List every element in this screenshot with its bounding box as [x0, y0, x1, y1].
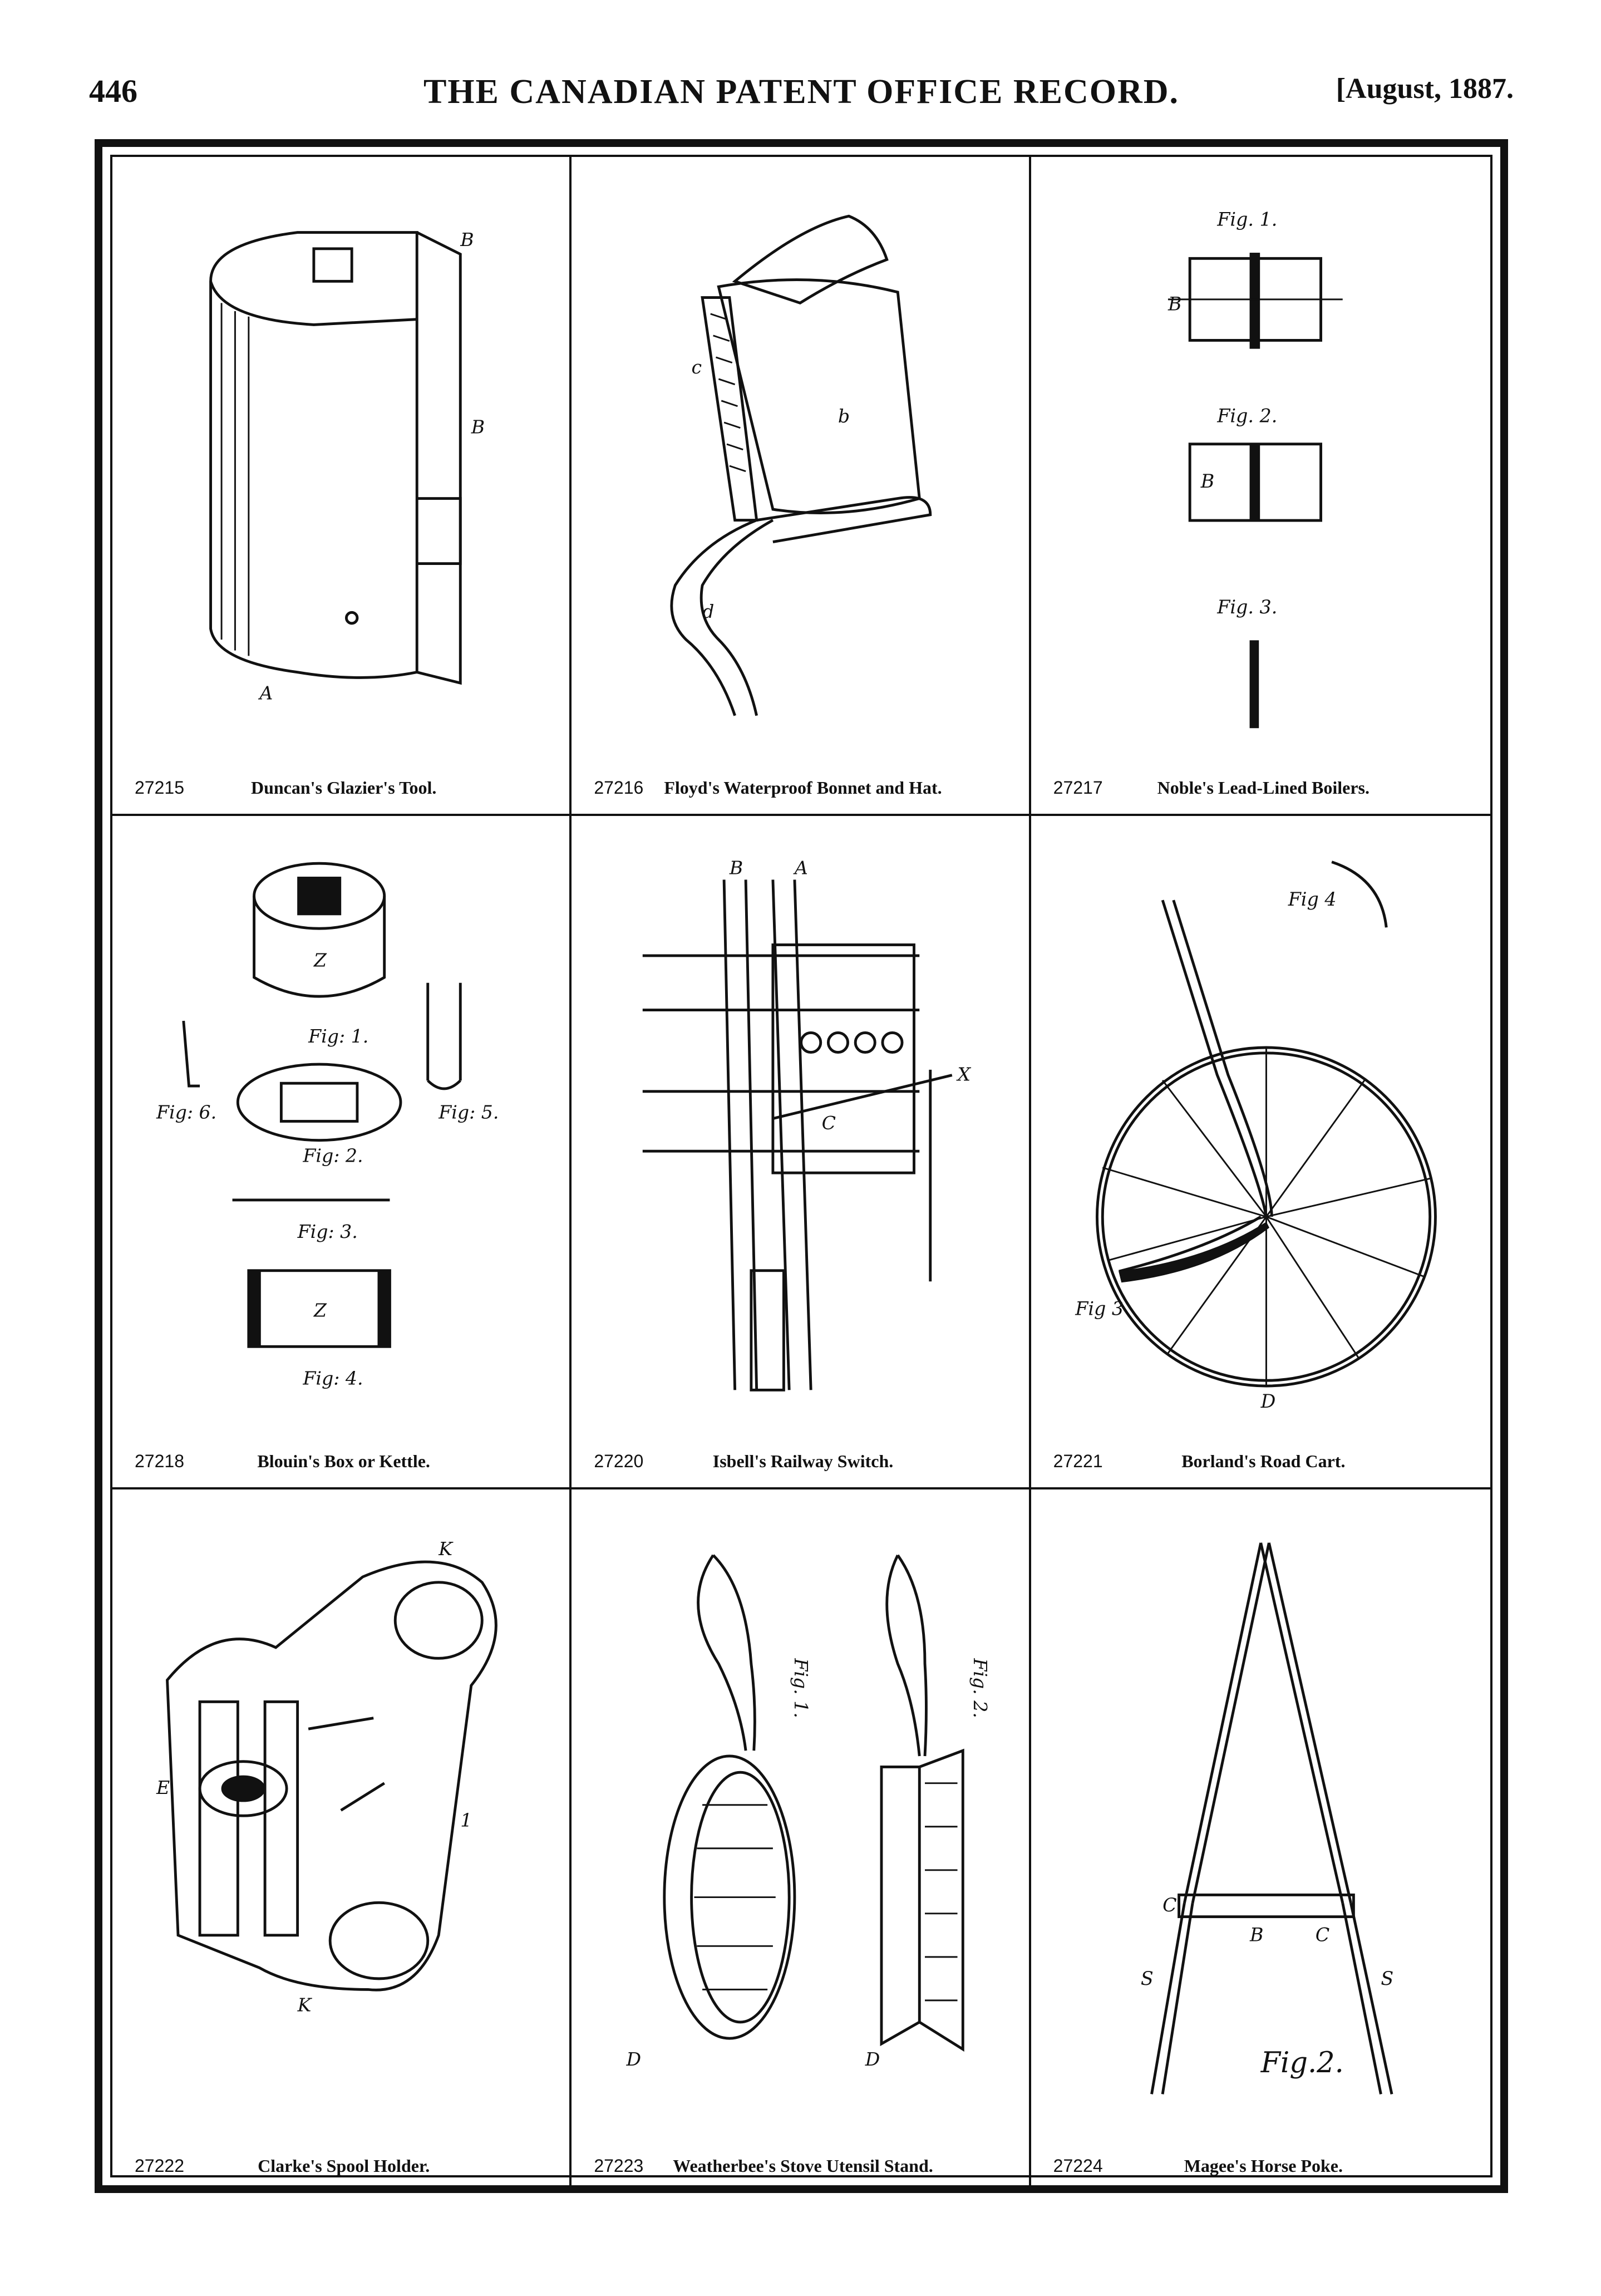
- patent-cell-27221: Fig 3 Fig 4 D 27221 Borland's Road Cart.: [1031, 816, 1490, 1489]
- patent-caption: 27217 Noble's Lead-Lined Boilers.: [1048, 770, 1479, 798]
- spool-holder-drawing: K 1 E K: [135, 1512, 547, 2131]
- patent-cell-27216: c b d 27216 Floyd's Waterproof Bonnet an…: [572, 157, 1031, 816]
- patent-caption: 27220 Isbell's Railway Switch.: [588, 1444, 1017, 1472]
- svg-text:C: C: [822, 1112, 836, 1134]
- svg-text:K: K: [438, 1538, 454, 1560]
- svg-text:K: K: [297, 1994, 313, 2015]
- figure-label: Fig. 1.: [790, 1658, 812, 1718]
- svg-text:b: b: [838, 405, 850, 427]
- svg-text:d: d: [702, 601, 714, 622]
- issue-date: [August, 1887.: [1336, 73, 1514, 105]
- svg-text:C: C: [1315, 1924, 1329, 1946]
- patent-number: 27224: [1053, 2156, 1103, 2176]
- horse-poke-drawing: C B C S S Fig.2.: [1053, 1512, 1468, 2131]
- figure-label: Fig. 1.: [1216, 208, 1277, 230]
- waterproof-bonnet-drawing: c b d: [594, 179, 1006, 753]
- page-number: 446: [89, 73, 137, 109]
- svg-text:D: D: [865, 2048, 880, 2070]
- figure-label: Fig: 4.: [302, 1368, 363, 1389]
- patent-caption: 27224 Magee's Horse Poke.: [1048, 2148, 1479, 2176]
- box-or-kettle-drawing: Z Fig: 1. Fig: 2. Fig: 3. Z Fig: 4. F: [135, 838, 547, 1426]
- patent-title: Borland's Road Cart.: [1181, 1451, 1346, 1471]
- patent-number: 27217: [1053, 778, 1103, 798]
- svg-text:c: c: [692, 356, 702, 378]
- patent-number: 27215: [135, 778, 184, 798]
- svg-text:S: S: [1141, 1968, 1154, 1989]
- patent-number: 27222: [135, 2156, 184, 2176]
- svg-text:1: 1: [460, 1810, 472, 1831]
- figure-label: Fig: 2.: [302, 1145, 363, 1167]
- svg-text:C: C: [1162, 1894, 1177, 1916]
- patent-caption: 27215 Duncan's Glazier's Tool.: [129, 770, 558, 798]
- svg-text:Z: Z: [313, 949, 327, 971]
- svg-text:B: B: [729, 857, 743, 879]
- patent-grid: B A B 27215 Duncan's Glazier's Tool.: [112, 157, 1490, 2192]
- patent-cell-27220: B A C X 27220 Isbell's Railway Switch.: [572, 816, 1031, 1489]
- patent-title: Duncan's Glazier's Tool.: [250, 778, 437, 798]
- publication-title: THE CANADIAN PATENT OFFICE RECORD.: [423, 73, 1180, 111]
- figure-label: Fig 4: [1287, 888, 1336, 910]
- svg-text:B: B: [1249, 1924, 1264, 1946]
- patent-cell-27222: K 1 E K 27222 Clarke's Spool Holder.: [112, 1489, 572, 2192]
- patent-number: 27218: [135, 1451, 184, 1471]
- figure-label: Fig. 2.: [1216, 405, 1277, 427]
- figure-label: Fig: 5.: [438, 1102, 499, 1123]
- patent-cell-27223: Fig. 1. Fig. 2. D D 27223 Weatherbee's S…: [572, 1489, 1031, 2192]
- lead-lined-boiler-drawing: Fig. 1. Fig. 2. Fig. 3. B B: [1053, 179, 1468, 753]
- figure-label: Fig: 6.: [156, 1102, 216, 1123]
- patent-caption: 27216 Floyd's Waterproof Bonnet and Hat.: [588, 770, 1017, 798]
- patent-caption: 27218 Blouin's Box or Kettle.: [129, 1444, 558, 1472]
- patent-title: Floyd's Waterproof Bonnet and Hat.: [664, 778, 942, 798]
- patent-caption: 27222 Clarke's Spool Holder.: [129, 2148, 558, 2176]
- svg-text:A: A: [793, 857, 808, 879]
- svg-text:X: X: [956, 1063, 972, 1085]
- patent-number: 27216: [594, 778, 644, 798]
- svg-text:D: D: [1260, 1390, 1275, 1412]
- road-cart-drawing: Fig 3 Fig 4 D: [1053, 838, 1468, 1426]
- page-header: 446 THE CANADIAN PATENT OFFICE RECORD. […: [89, 72, 1514, 117]
- railway-switch-drawing: B A C X: [594, 838, 1006, 1426]
- svg-text:E: E: [156, 1777, 170, 1798]
- svg-text:B: B: [1200, 470, 1214, 492]
- figure-label: Fig 3: [1075, 1298, 1124, 1320]
- svg-text:Z: Z: [313, 1300, 327, 1321]
- svg-text:B: B: [1168, 293, 1181, 315]
- figure-label: Fig.2.: [1260, 2047, 1343, 2079]
- svg-text:D: D: [626, 2048, 642, 2070]
- patent-caption: 27223 Weatherbee's Stove Utensil Stand.: [588, 2148, 1017, 2176]
- svg-text:B: B: [471, 416, 485, 437]
- patent-cell-27218: Z Fig: 1. Fig: 2. Fig: 3. Z Fig: 4. F: [112, 816, 572, 1489]
- patent-cell-27217: Fig. 1. Fig. 2. Fig. 3. B B 27217: [1031, 157, 1490, 816]
- patent-title: Blouin's Box or Kettle.: [257, 1451, 430, 1471]
- svg-text:S: S: [1381, 1968, 1393, 1989]
- figure-label: Fig. 3.: [1216, 596, 1277, 618]
- figure-label: Fig: 3.: [297, 1221, 358, 1242]
- plate-frame: B A B 27215 Duncan's Glazier's Tool.: [95, 139, 1508, 2193]
- patent-cell-27224: C B C S S Fig.2. 27224 Magee's Horse Pok…: [1031, 1489, 1490, 2192]
- patent-number: 27220: [594, 1451, 644, 1471]
- svg-text:B: B: [460, 229, 474, 250]
- patent-cell-27215: B A B 27215 Duncan's Glazier's Tool.: [112, 157, 572, 816]
- figure-label: Fig: 1.: [308, 1025, 368, 1047]
- patent-title: Noble's Lead-Lined Boilers.: [1157, 778, 1370, 798]
- stove-utensil-stand-drawing: Fig. 1. Fig. 2. D D: [594, 1512, 1006, 2131]
- patent-title: Isbell's Railway Switch.: [712, 1451, 894, 1471]
- patent-caption: 27221 Borland's Road Cart.: [1048, 1444, 1479, 1472]
- patent-title: Weatherbee's Stove Utensil Stand.: [673, 2156, 933, 2176]
- patent-title: Clarke's Spool Holder.: [258, 2156, 430, 2176]
- patent-number: 27223: [594, 2156, 644, 2176]
- patent-number: 27221: [1053, 1451, 1103, 1471]
- glaziers-tool-drawing: B A B: [135, 179, 547, 753]
- patent-title: Magee's Horse Poke.: [1184, 2156, 1343, 2176]
- svg-text:A: A: [258, 682, 273, 704]
- figure-label: Fig. 2.: [969, 1658, 991, 1718]
